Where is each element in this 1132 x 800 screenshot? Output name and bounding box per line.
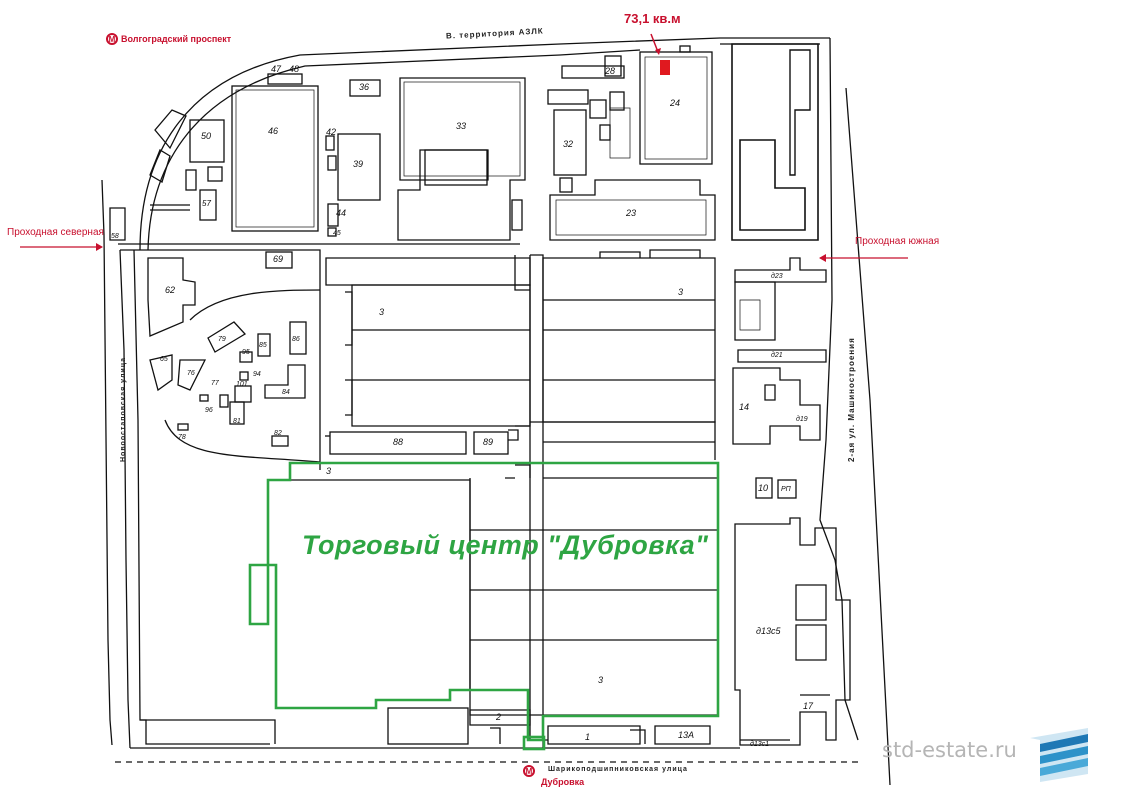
building-label: д21: [771, 352, 783, 359]
building-label: 1: [585, 732, 591, 742]
highlight-office-marker: [660, 60, 670, 75]
building-label: 14: [739, 402, 750, 412]
metro-label-north: Волгоградский проспект: [121, 34, 232, 44]
building-label: 86: [292, 336, 300, 343]
building-label: 82: [274, 430, 282, 437]
building-label: 78: [178, 434, 186, 441]
west-road-2: [119, 249, 131, 749]
north-gate-label: Проходная северная: [7, 227, 104, 238]
building-label: 50: [201, 131, 212, 141]
building-label: 58: [111, 233, 119, 240]
metro-icon: M: [106, 33, 118, 45]
shopping-center-title: Торговый центр "Дубровка": [302, 530, 709, 560]
south-gate-label: Проходная южная: [855, 236, 940, 247]
north-road-curve: [139, 37, 830, 251]
building-label: 69: [273, 254, 284, 264]
metro-icon: M: [523, 765, 535, 777]
building-label: 23: [626, 208, 637, 218]
building-label: 28: [605, 66, 616, 76]
shopping-center-entrance: [522, 735, 546, 751]
inner-west-line: [120, 249, 321, 470]
building-label: 32: [563, 139, 574, 149]
building-label: д13с5: [756, 626, 781, 636]
building-label: 13А: [678, 730, 695, 740]
building-label: 45: [333, 230, 341, 237]
highlight-area-label: 73,1 кв.м: [624, 11, 681, 26]
building-label: 33: [456, 121, 467, 131]
building-label: 65: [160, 356, 168, 363]
building-label: 89: [483, 437, 494, 447]
west-road-3: [133, 249, 270, 745]
building-label: 10: [758, 483, 769, 493]
building-label: 24: [670, 98, 681, 108]
building-label: 48: [289, 64, 300, 74]
building-label: 81: [233, 418, 241, 425]
building-label: 96: [205, 407, 213, 414]
building-label: 42: [326, 127, 337, 137]
building-label: 2: [496, 712, 502, 722]
inner-curve: [164, 419, 321, 463]
building-label: 47: [271, 64, 282, 74]
building-label: 3: [326, 466, 332, 476]
building-label: 85: [259, 342, 267, 349]
east-road-2: [845, 87, 891, 786]
building-label: 46: [268, 126, 279, 136]
building-label: РП: [781, 486, 791, 493]
building-label: 57: [202, 199, 211, 208]
inner-curve-2: [189, 289, 321, 321]
building-label: 44: [336, 208, 347, 218]
shopping-center-outline: [248, 461, 720, 742]
highlight-arrow: [650, 33, 659, 53]
building-label: 77: [211, 380, 219, 387]
building-label: 36: [359, 82, 370, 92]
building-label: 3: [379, 307, 385, 317]
west-road-1: [101, 179, 113, 746]
building-label: 95: [242, 349, 250, 356]
brand-logo-graphic: [1030, 728, 1088, 782]
building-label: 101: [236, 381, 248, 388]
street-bottom: Шарикоподшипниковская улица: [548, 766, 688, 773]
building-label: д23: [771, 273, 783, 280]
building-label: 94: [253, 371, 261, 378]
building-label: 84: [282, 389, 290, 396]
street-right: 2-ая ул. Машиностроения: [847, 337, 856, 462]
metro-label-south: Дубровка: [541, 777, 585, 787]
building-label: 88: [393, 437, 404, 447]
brand-site: std-estate.ru: [882, 738, 1017, 762]
building-label: 79: [218, 336, 226, 343]
building-label: 3: [598, 675, 604, 685]
north-road-curve-inner: [147, 49, 641, 251]
building-label: 76: [187, 370, 195, 377]
building-label: д19: [796, 416, 808, 423]
street-left: Новоостаповская улица: [120, 357, 127, 462]
building-label: 3: [678, 287, 684, 297]
east-road: [819, 37, 859, 741]
building-label: д13с1: [750, 741, 770, 748]
building-label: 17: [803, 701, 814, 711]
building-label: 39: [353, 159, 364, 169]
building-label: 62: [165, 285, 176, 295]
